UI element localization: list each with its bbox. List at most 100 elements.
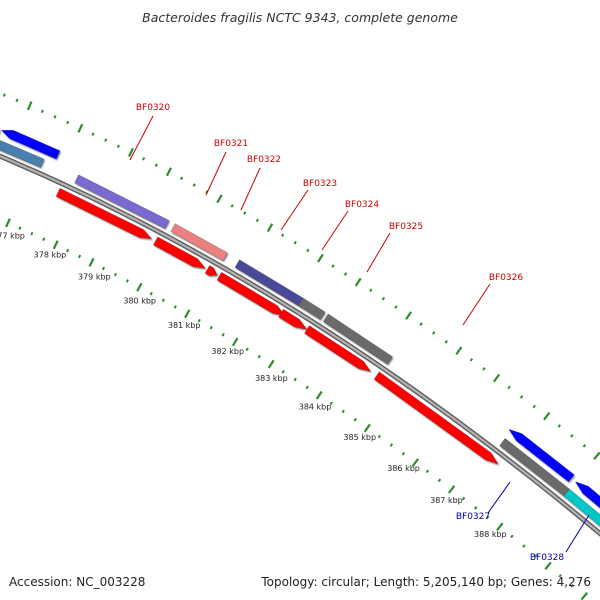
- gene-label[interactable]: BF0321: [214, 139, 248, 149]
- outer-tick: [266, 223, 274, 233]
- outer-tick: [154, 163, 158, 167]
- inner-tick: [558, 574, 562, 578]
- inner-tick: [281, 370, 285, 374]
- inner-tick: [522, 544, 526, 548]
- feature-block: [0, 139, 45, 168]
- feature-block: [74, 174, 170, 229]
- outer-tick: [116, 144, 120, 149]
- outer-tick: [582, 443, 587, 448]
- cds-arrow: [204, 265, 218, 276]
- outer-tick: [419, 322, 423, 327]
- inner-tick: [461, 496, 466, 501]
- outer-tick: [519, 395, 524, 399]
- outer-tick: [343, 272, 348, 276]
- tick-label: 386 kbp: [387, 464, 420, 473]
- outer-tick: [306, 248, 310, 253]
- gene-label[interactable]: BF0320: [136, 103, 171, 113]
- cds-arrow: [278, 308, 308, 330]
- gene-leader-line: [565, 514, 590, 553]
- inner-tick: [136, 282, 143, 292]
- inner-tick: [173, 305, 177, 309]
- accession-text: Accession: NC_003228: [9, 575, 145, 589]
- tick-label: 384 kbp: [299, 402, 332, 411]
- tick-label: 378 kbp: [34, 251, 67, 260]
- outer-tick: [91, 132, 95, 136]
- gene-label[interactable]: BF0328: [530, 553, 565, 563]
- cds-arrow: [0, 129, 61, 160]
- outer-tick: [369, 288, 373, 293]
- outer-tick: [26, 101, 33, 111]
- map-title: Bacteroides fragilis NCTC 9343, complete…: [142, 10, 458, 25]
- cds-arrow: [55, 187, 153, 240]
- outer-tick: [230, 204, 234, 208]
- tick-label: 379 kbp: [78, 272, 111, 281]
- inner-tick: [221, 332, 225, 337]
- inner-tick: [78, 254, 82, 259]
- inner-tick: [66, 248, 70, 253]
- gene-leader-line: [462, 283, 491, 326]
- gene-label[interactable]: BF0323: [303, 179, 337, 189]
- gene-leader-line: [321, 210, 349, 251]
- outer-tick: [532, 404, 536, 409]
- outer-tick: [216, 194, 223, 204]
- inner-tick: [113, 272, 118, 277]
- tick-label: 381 kbp: [168, 321, 201, 330]
- gene-leader-line: [205, 151, 227, 196]
- inner-tick: [161, 298, 165, 303]
- inner-tick: [30, 231, 34, 236]
- outer-tick: [507, 385, 511, 390]
- cds-arrow: [373, 371, 499, 465]
- gene-label[interactable]: BF0324: [345, 200, 380, 210]
- inner-tick: [5, 218, 11, 228]
- inner-tick: [305, 385, 309, 390]
- inner-tick: [411, 458, 419, 467]
- inner-tick: [534, 554, 538, 558]
- inner-tick: [341, 409, 345, 414]
- gene-label[interactable]: BF0326: [489, 273, 524, 283]
- inner-tick: [377, 434, 382, 439]
- gene-label[interactable]: BF0327: [456, 512, 490, 522]
- outer-tick: [77, 123, 84, 133]
- inner-tick: [52, 240, 59, 250]
- outer-tick: [354, 277, 362, 287]
- outer-tick: [593, 451, 600, 461]
- outer-tick: [405, 311, 412, 320]
- inner-tick: [42, 237, 46, 241]
- inner-tick: [363, 423, 371, 433]
- outer-tick: [142, 156, 146, 161]
- gene-labels: BF0320BF0321BF0322BF0323BF0324BF0325BF03…: [129, 103, 590, 563]
- cds-arrow: [216, 271, 286, 317]
- inner-tick: [329, 401, 333, 406]
- inner-tick: [293, 377, 297, 382]
- cds-arrow: [304, 325, 372, 372]
- gene-leader-line: [487, 481, 511, 514]
- outer-tick: [482, 367, 486, 371]
- cds-arrow: [574, 481, 600, 509]
- outer-tick: [255, 218, 259, 223]
- outer-tick: [192, 183, 196, 187]
- gene-label[interactable]: BF0325: [389, 222, 423, 232]
- inner-tick: [125, 279, 129, 283]
- inner-tick: [437, 478, 442, 483]
- outer-tick: [455, 346, 463, 356]
- feature-block: [563, 488, 600, 527]
- inner-tick: [231, 337, 239, 347]
- outer-tick: [394, 305, 398, 309]
- feature-block: [322, 313, 393, 365]
- inner-tick: [401, 451, 406, 456]
- inner-tick: [315, 390, 323, 400]
- outer-tick: [53, 115, 57, 119]
- outer-tick: [432, 331, 436, 335]
- outer-tick: [165, 167, 173, 177]
- tick-label: 385 kbp: [343, 433, 376, 442]
- gene-label[interactable]: BF0322: [247, 155, 281, 165]
- inner-tick: [425, 469, 430, 474]
- outer-tick: [180, 176, 184, 181]
- tick-label: 387 kbp: [430, 496, 463, 505]
- backbone-core: [0, 155, 600, 535]
- tick-label: 380 kbp: [123, 296, 156, 305]
- feature-block: [170, 223, 228, 261]
- outer-tick: [104, 138, 108, 142]
- inner-tick: [570, 584, 574, 588]
